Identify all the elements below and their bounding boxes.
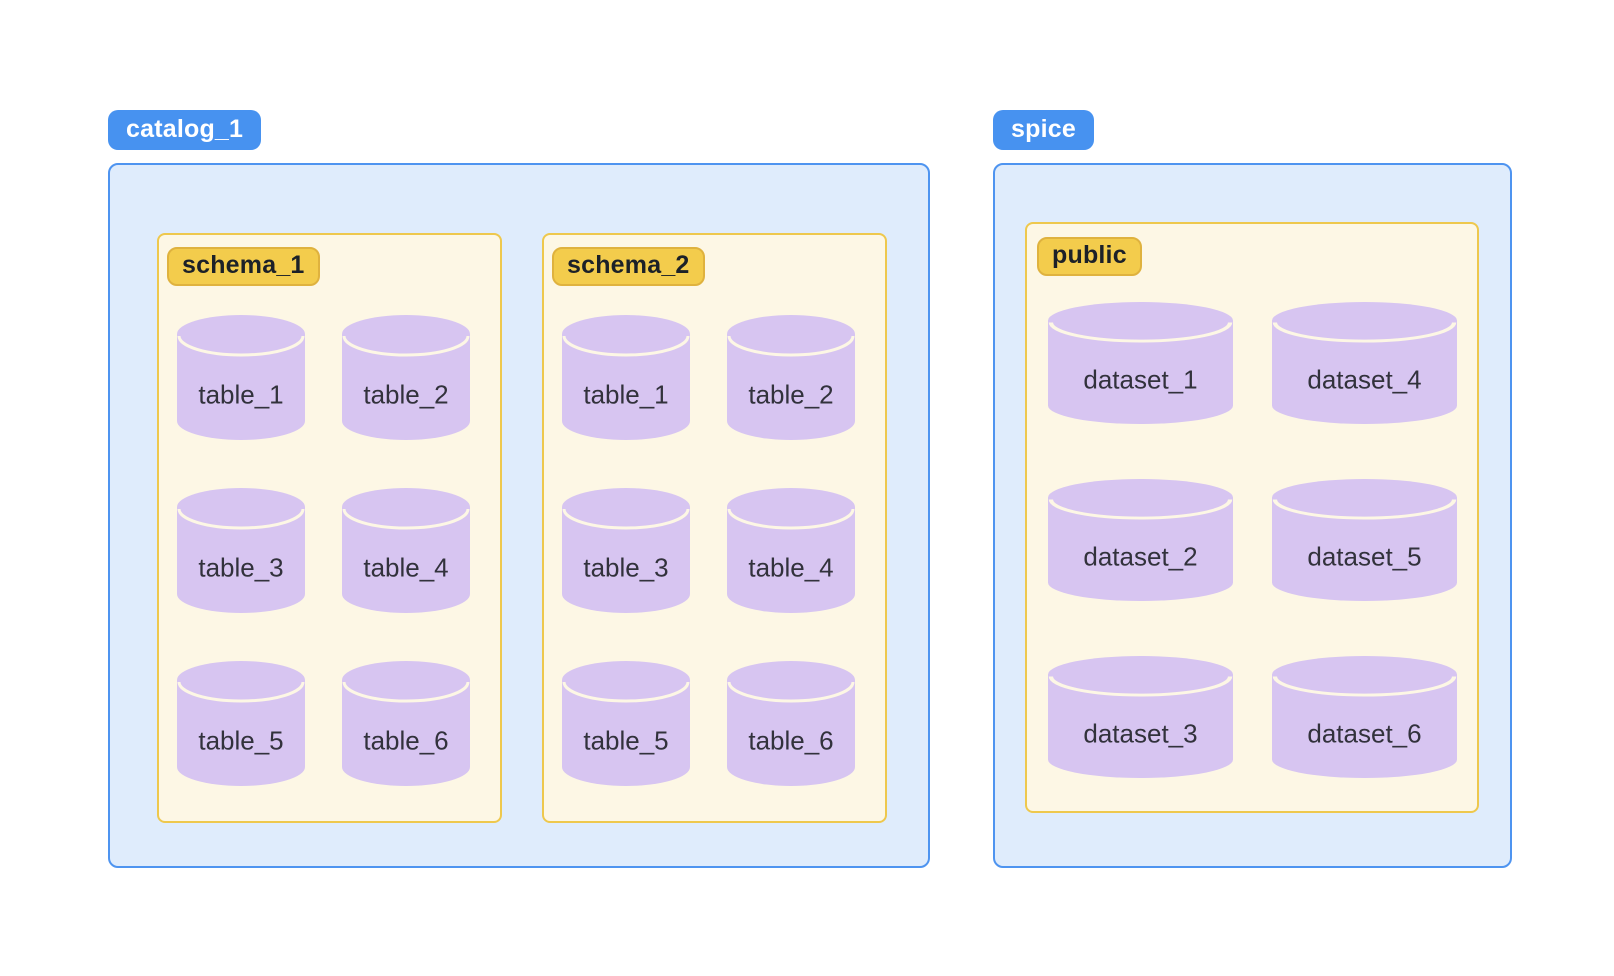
database-cylinder: dataset_6	[1272, 656, 1457, 778]
database-label: table_2	[748, 379, 834, 410]
database-cylinder: table_4	[342, 488, 470, 613]
database-cylinder: table_1	[562, 315, 690, 440]
database-cylinder-icon	[177, 661, 305, 786]
database-cylinder-icon	[1272, 656, 1457, 778]
catalog-badge: catalog_1	[108, 110, 262, 150]
database-cylinder-icon	[1272, 479, 1457, 601]
schema-row: schema_1 table_1 table_3 table_5 table_2	[157, 233, 928, 823]
database-label: table_6	[748, 725, 834, 756]
database-cylinder: table_6	[727, 661, 855, 786]
cylinder-column: dataset_4 dataset_5 dataset_6	[1272, 302, 1457, 778]
database-cylinder: table_1	[177, 315, 305, 440]
database-label: table_1	[198, 379, 284, 410]
database-cylinder: table_2	[342, 315, 470, 440]
database-label: table_1	[583, 379, 669, 410]
database-cylinder: table_5	[177, 661, 305, 786]
database-label: dataset_4	[1307, 364, 1422, 395]
database-label: table_2	[363, 379, 449, 410]
schema-badge: schema_2	[552, 247, 705, 286]
cylinder-grid: table_1 table_3 table_5 table_2 table_4	[177, 315, 500, 786]
schema-box: schema_1 table_1 table_3 table_5 table_2	[157, 233, 502, 823]
database-cylinder: table_6	[342, 661, 470, 786]
catalog-group: spice public dataset_1 dataset_2 dataset…	[993, 110, 1512, 868]
database-label: table_4	[748, 552, 834, 583]
database-label: dataset_6	[1307, 718, 1422, 749]
database-cylinder-icon	[1048, 479, 1233, 601]
catalog-group: catalog_1 schema_1 table_1 table_3 table…	[108, 110, 930, 868]
database-cylinder: table_5	[562, 661, 690, 786]
database-cylinder-icon	[342, 315, 470, 440]
database-cylinder: table_2	[727, 315, 855, 440]
schema-badge: public	[1037, 237, 1142, 276]
database-label: table_5	[583, 725, 669, 756]
database-cylinder-icon	[562, 488, 690, 613]
schema-row: public dataset_1 dataset_2 dataset_3 dat…	[1025, 222, 1510, 813]
database-cylinder-icon	[727, 488, 855, 613]
database-cylinder: dataset_2	[1048, 479, 1233, 601]
database-cylinder-icon	[1048, 302, 1233, 424]
database-label: table_3	[583, 552, 669, 583]
database-label: table_6	[363, 725, 449, 756]
cylinder-grid: dataset_1 dataset_2 dataset_3 dataset_4 …	[1048, 302, 1477, 778]
database-cylinder: table_4	[727, 488, 855, 613]
database-cylinder-icon	[727, 315, 855, 440]
database-cylinder: dataset_3	[1048, 656, 1233, 778]
database-label: table_3	[198, 552, 284, 583]
cylinder-column: table_2 table_4 table_6	[342, 315, 470, 786]
catalog-badge: spice	[993, 110, 1094, 150]
schema-box: public dataset_1 dataset_2 dataset_3 dat…	[1025, 222, 1479, 813]
cylinder-column: dataset_1 dataset_2 dataset_3	[1048, 302, 1233, 778]
database-cylinder: table_3	[177, 488, 305, 613]
database-label: dataset_1	[1083, 364, 1198, 395]
database-cylinder-icon	[1048, 656, 1233, 778]
database-cylinder-icon	[177, 488, 305, 613]
database-cylinder-icon	[342, 661, 470, 786]
database-cylinder-icon	[177, 315, 305, 440]
schema-badge: schema_1	[167, 247, 320, 286]
catalog-container: schema_1 table_1 table_3 table_5 table_2	[108, 163, 930, 868]
groups-row: catalog_1 schema_1 table_1 table_3 table…	[108, 110, 1512, 868]
database-cylinder-icon	[562, 315, 690, 440]
schema-box: schema_2 table_1 table_3 table_5 table_2	[542, 233, 887, 823]
cylinder-column: table_1 table_3 table_5	[562, 315, 690, 786]
database-cylinder: dataset_1	[1048, 302, 1233, 424]
database-label: dataset_5	[1307, 541, 1422, 572]
cylinder-grid: table_1 table_3 table_5 table_2 table_4	[562, 315, 885, 786]
database-label: dataset_2	[1083, 541, 1198, 572]
database-cylinder-icon	[562, 661, 690, 786]
database-label: dataset_3	[1083, 718, 1198, 749]
database-cylinder: dataset_4	[1272, 302, 1457, 424]
catalog-container: public dataset_1 dataset_2 dataset_3 dat…	[993, 163, 1512, 868]
database-label: table_5	[198, 725, 284, 756]
database-cylinder: table_3	[562, 488, 690, 613]
database-label: table_4	[363, 552, 449, 583]
database-cylinder: dataset_5	[1272, 479, 1457, 601]
database-cylinder-icon	[1272, 302, 1457, 424]
cylinder-column: table_2 table_4 table_6	[727, 315, 855, 786]
database-cylinder-icon	[342, 488, 470, 613]
cylinder-column: table_1 table_3 table_5	[177, 315, 305, 786]
database-cylinder-icon	[727, 661, 855, 786]
